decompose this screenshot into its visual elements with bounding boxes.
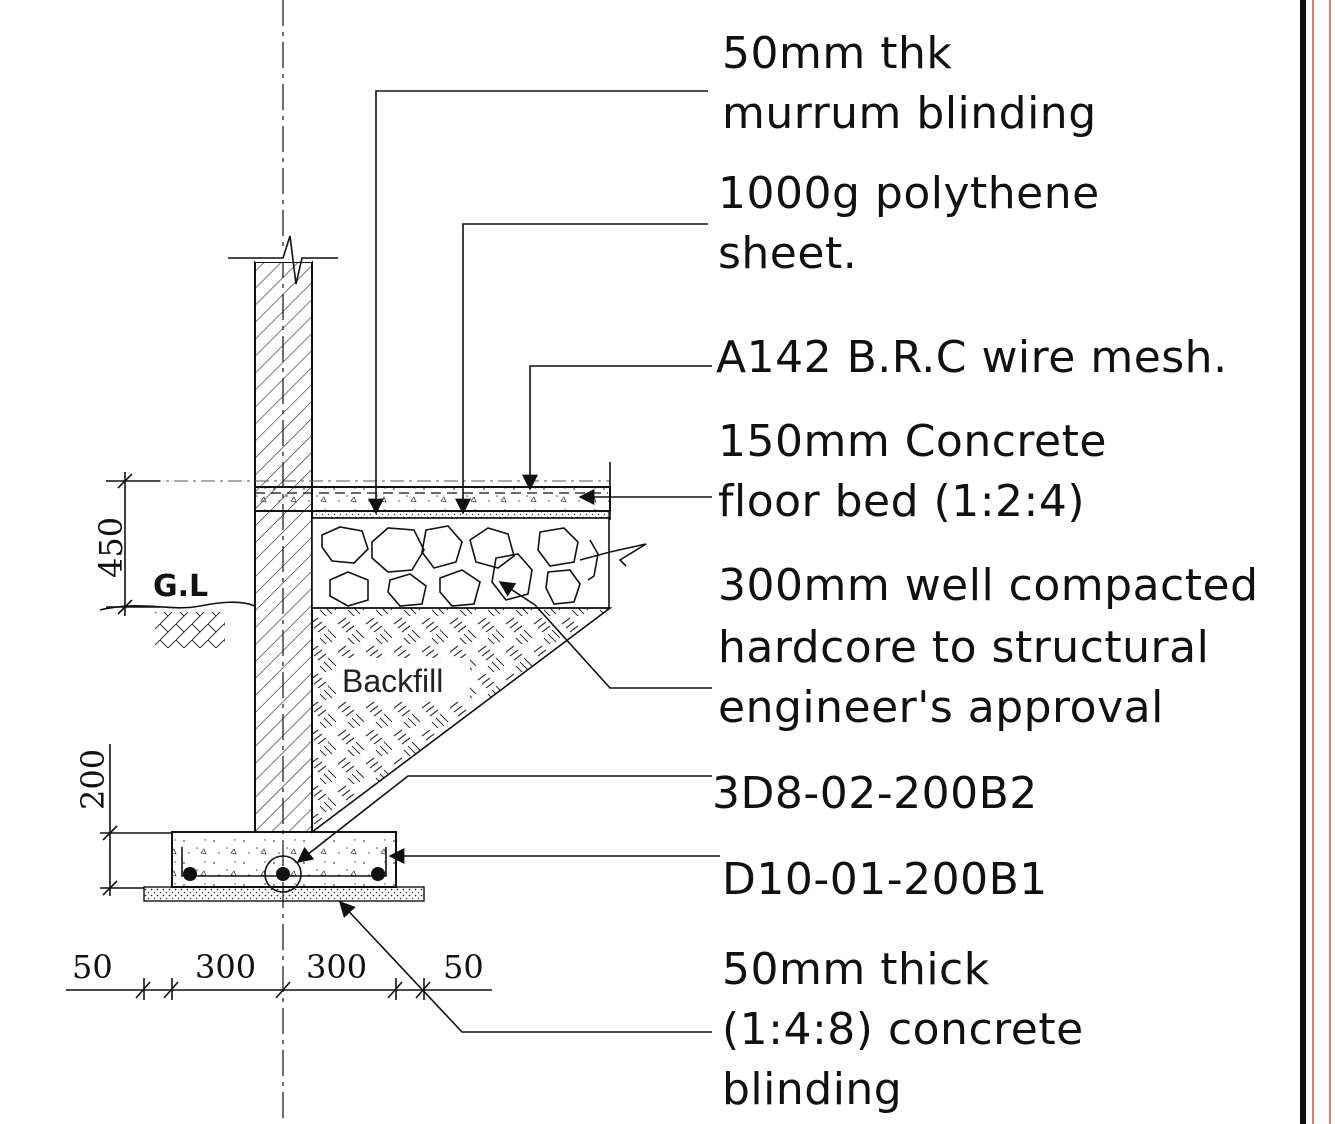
backfill-region: Backfill (311, 607, 613, 834)
hardcore-layer (311, 517, 647, 609)
floor-slab (120, 462, 611, 520)
floor-bed-label-line1: 150mm Concrete (718, 416, 1107, 467)
bar-bottom-label: D10-01-200B1 (722, 854, 1048, 905)
backfill-label: Backfill (342, 663, 443, 699)
murrum-label-line1: 50mm thk (722, 28, 952, 79)
dim-50-left: 50 (72, 948, 113, 986)
ground-level: G.L (99, 569, 256, 648)
dim-450: 450 (92, 517, 130, 578)
wall (228, 235, 338, 833)
hardcore-label-line3: engineer's approval (718, 682, 1164, 733)
dim-200: 200 (74, 749, 112, 810)
dim-50-right: 50 (443, 948, 484, 986)
mesh-label: A142 B.R.C wire mesh. (716, 332, 1228, 383)
page-border (1300, 0, 1331, 1124)
hardcore-label-line1: 300mm well compacted (718, 560, 1259, 611)
leader-lines (296, 90, 720, 1033)
dim-300-right: 300 (306, 948, 367, 986)
dim-300-left: 300 (195, 948, 256, 986)
blinding-label-line3: blinding (722, 1064, 902, 1115)
polythene-label-line1: 1000g polythene (718, 168, 1100, 219)
footing (143, 831, 425, 902)
floor-bed-label-line2: floor bed (1:2:4) (718, 476, 1085, 527)
annotations: 50mm thk murrum blinding 1000g polythene… (712, 28, 1259, 1115)
bar-top-label: 3D8-02-200B2 (712, 768, 1038, 819)
blinding-label-line1: 50mm thick (722, 944, 990, 995)
blinding-label-line2: (1:4:8) concrete (722, 1004, 1084, 1055)
dimensions: 450 200 50 300 300 50 (66, 472, 492, 1000)
ground-level-label: G.L (153, 569, 208, 604)
hardcore-label-line2: hardcore to structural (718, 622, 1209, 673)
polythene-label-line2: sheet. (718, 228, 857, 279)
murrum-label-line2: murrum blinding (722, 88, 1097, 139)
